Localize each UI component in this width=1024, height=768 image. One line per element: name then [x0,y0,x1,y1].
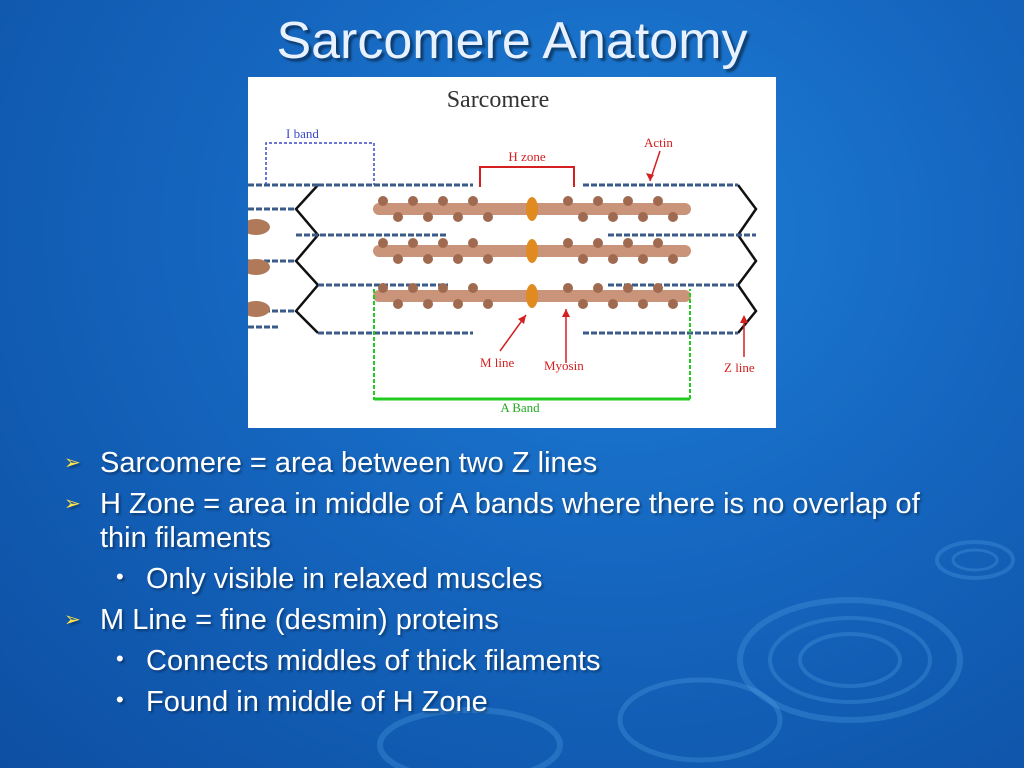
sub-bullet-item: • Connects middles of thick filaments [58,644,958,678]
bullet-item: ➢ H Zone = area in middle of A bands whe… [58,487,958,555]
z-line-arrowhead [740,315,748,323]
dot-bullet-icon: • [116,646,124,671]
m-line-markers [526,197,538,308]
i-band-label: I band [286,126,319,141]
myosin-arrowhead [562,309,570,317]
bullet-text: Found in middle of H Zone [146,686,488,718]
m-line-arrowhead [518,315,526,324]
bullet-text: H Zone = area in middle of A bands where… [100,488,920,554]
a-band-label: A Band [500,400,540,415]
bullet-item: ➢ M Line = fine (desmin) proteins [58,603,958,637]
bullet-text: Connects middles of thick filaments [146,645,601,677]
bullet-list: ➢ Sarcomere = area between two Z lines ➢… [58,446,958,726]
myosin-label: Myosin [544,358,584,373]
arrow-bullet-icon: ➢ [64,609,81,631]
sarcomere-diagram: Sarcomere I band H zone Actin [248,77,776,428]
dot-bullet-icon: • [116,687,124,712]
diagram-heading: Sarcomere [447,87,550,113]
arrow-bullet-icon: ➢ [64,493,81,515]
dot-bullet-icon: • [116,564,124,589]
m-line-label: M line [480,355,515,370]
thick-filaments [248,196,691,317]
actin-label: Actin [644,135,673,150]
z-line-label: Z line [724,360,755,375]
z-lines [294,184,758,334]
sub-bullet-item: • Found in middle of H Zone [58,685,958,719]
i-band-bracket [265,142,375,185]
bullet-item: ➢ Sarcomere = area between two Z lines [58,446,958,480]
bullet-text: M Line = fine (desmin) proteins [100,604,499,636]
h-zone-label: H zone [508,149,545,164]
arrow-bullet-icon: ➢ [64,452,81,474]
h-zone-bracket [479,166,575,187]
slide-title: Sarcomere Anatomy [276,12,748,70]
sarcomere-illustration: Sarcomere I band H zone Actin [248,87,758,415]
sub-bullet-item: • Only visible in relaxed muscles [58,562,958,596]
actin-arrowhead [646,173,654,181]
bullet-text: Only visible in relaxed muscles [146,563,543,595]
bullet-text: Sarcomere = area between two Z lines [100,447,598,479]
